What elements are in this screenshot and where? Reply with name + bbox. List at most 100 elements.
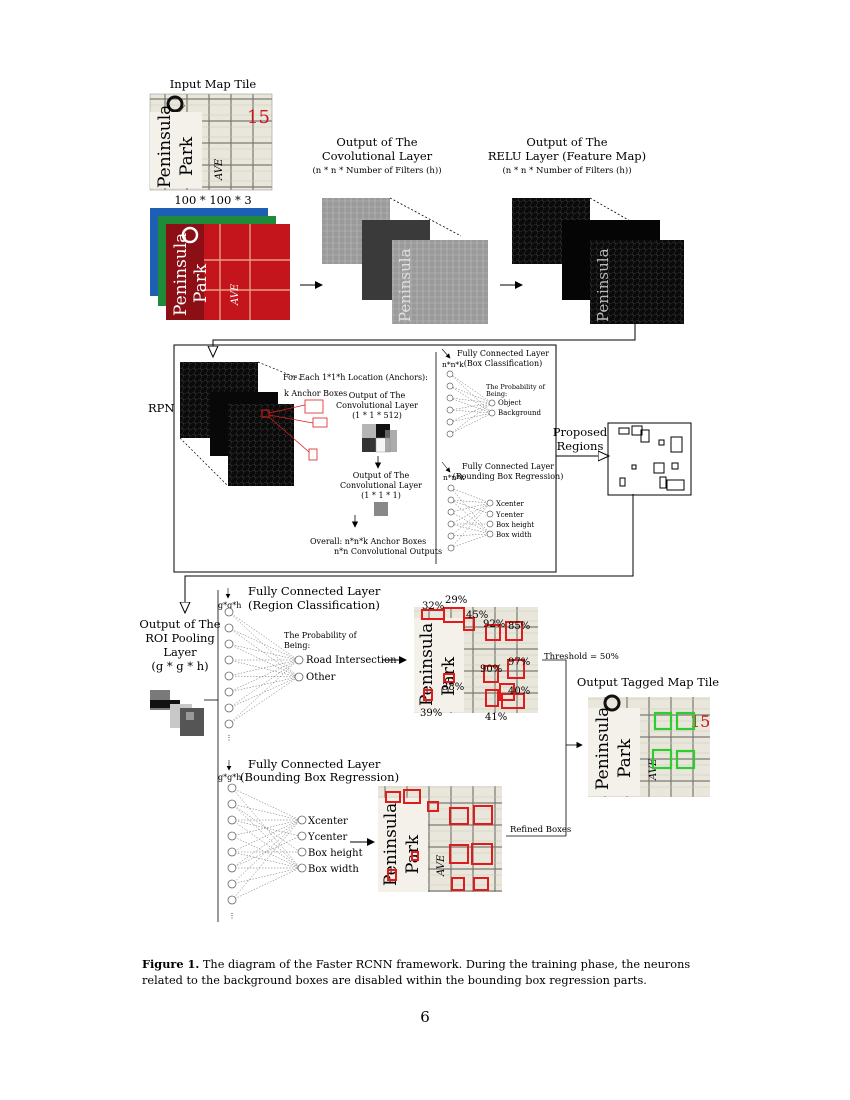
rpn-box-width: Box width: [496, 531, 532, 539]
refined-boxes-map: Peninsula Park AVE: [378, 786, 502, 892]
roi-pooling-cube: [150, 690, 204, 736]
conv-map-text: Peninsula: [396, 248, 414, 322]
bbox-output-1: Ycenter: [307, 832, 347, 843]
conv-output-stack: Peninsula: [322, 197, 488, 324]
rpn-conv1-3: (1 * 1 * 1): [361, 491, 401, 500]
pct-39: 39%: [420, 708, 442, 719]
prob-region-1: The Probability of: [284, 631, 358, 640]
road-intersection-label: Road Intersection: [306, 655, 397, 666]
relu-title-1: Output of The: [526, 135, 607, 149]
rpn-conv1-2: Convolutional Layer: [340, 481, 422, 490]
rpn-feature-maps: [179, 361, 328, 487]
fc-bbox-ellipsis: ⋮: [229, 912, 236, 920]
rpn-conv1-cube: [374, 502, 388, 516]
rpn-conv512-1: Output of The: [349, 391, 406, 400]
rpn-conv1-1: Output of The: [353, 471, 410, 480]
roi-4: (g * g * h): [151, 659, 208, 673]
fc-region-ellipsis: ⋮: [226, 734, 233, 742]
rpn-background: Background: [498, 409, 542, 417]
bbox-output-0: Xcenter: [308, 816, 348, 827]
rpn-anchors-title: For Each 1*1*h Location (Anchors):: [283, 373, 428, 382]
other-label: Other: [306, 672, 336, 683]
rgb-label-ave: AVE: [230, 283, 241, 306]
fc-region-1: Fully Connected Layer: [248, 584, 381, 598]
pct-85: 85%: [508, 621, 530, 632]
fc-region-dim: g*g*h: [218, 601, 241, 610]
relu-sub: (n * n * Number of Filters (h)): [502, 165, 631, 176]
pct-41: 41%: [485, 712, 507, 723]
bbox-output-3: Box width: [308, 864, 359, 875]
relu-title-2: RELU Layer (Feature Map): [488, 149, 646, 163]
rpn-conv512-cube: [362, 424, 397, 453]
pct-40: 40%: [508, 686, 530, 697]
rpn-prob-1: The Probability of: [486, 383, 546, 391]
input-map-tile: Peninsula Park AVE 15: [149, 93, 273, 191]
refined-map-peninsula: Peninsula: [381, 803, 401, 886]
pct-97: 97%: [508, 657, 530, 668]
rpn-box: [173, 344, 557, 573]
fc-bbox-dim: g*g*h: [218, 773, 241, 782]
rpn-ycenter: Ycenter: [495, 511, 524, 519]
fc-bbox-neurons: [231, 787, 301, 901]
fc-region-2: (Region Classification): [248, 598, 380, 612]
fc-region-neurons: [228, 611, 299, 725]
rpn-fc-reg-2: (Bounding Box Regression): [453, 472, 564, 481]
proposed-regions-box: [607, 422, 692, 496]
rgb-channel-stack: Peninsula Park AVE: [150, 208, 290, 320]
refined-map-ave: AVE: [436, 854, 447, 877]
input-dims: 100 * 100 * 3: [174, 193, 251, 207]
relu-map-text: Peninsula: [594, 248, 612, 322]
bbox-output-2: Box height: [308, 848, 363, 859]
rpn-fc-cls-dim: n*n*k: [442, 360, 464, 369]
proposed-regions-1: Proposed: [553, 425, 608, 439]
roi-1: Output of The: [139, 617, 220, 631]
rpn-overall-2: n*n Convolutional Outputs: [334, 547, 442, 556]
rpn-fc-cls-neurons: [449, 373, 493, 435]
map-label-ave: AVE: [214, 158, 225, 181]
roi-3: Layer: [163, 645, 197, 659]
rpn-fc-cls-1: Fully Connected Layer: [457, 349, 549, 358]
classified-map-peninsula: Peninsula: [417, 623, 437, 706]
rpn-fc-cls-2: (Box Classification): [464, 359, 543, 368]
rgb-label-peninsula: Peninsula: [171, 233, 191, 316]
map-label-peninsula: Peninsula: [155, 105, 175, 188]
caption-label: Figure 1.: [142, 957, 200, 971]
conv-title-2: Covolutional Layer: [322, 149, 433, 163]
rpn-fc-reg-dim: n*n*k: [443, 473, 465, 482]
conv-title-1: Output of The: [336, 135, 417, 149]
prob-region-2: Being:: [284, 641, 310, 650]
proposed-regions-2: Regions: [557, 439, 604, 453]
fc-bbox-1: Fully Connected Layer: [248, 757, 381, 771]
threshold-label: Threshold = 50%: [544, 652, 619, 662]
rpn-object: Object: [498, 399, 521, 407]
caption-text: The diagram of the Faster RCNN framework…: [142, 958, 691, 987]
figure-caption: Figure 1. The diagram of the Faster RCNN…: [142, 956, 722, 989]
rpn-k-anchor: k Anchor Boxes: [284, 389, 347, 398]
page-number: 6: [420, 1008, 430, 1026]
map-label-park: Park: [177, 136, 197, 176]
rpn-fc-reg-neurons: [450, 487, 491, 549]
pct-38: 38%: [442, 682, 464, 693]
output-tagged-map: Peninsula Park AVE 15: [588, 694, 710, 797]
rpn-fc-reg-1: Fully Connected Layer: [462, 462, 554, 471]
roi-2: ROI Pooling: [145, 631, 215, 645]
conv-sub: (n * n * Number of Filters (h)): [312, 165, 441, 176]
rpn-prob-2: Being:: [486, 390, 507, 398]
output-map-peninsula: Peninsula: [593, 707, 613, 790]
input-tile-title: Input Map Tile: [170, 77, 257, 91]
map-label-number: 15: [247, 107, 270, 128]
output-tagged-title: Output Tagged Map Tile: [577, 675, 719, 689]
rpn-xcenter: Xcenter: [496, 500, 525, 508]
fc-bbox-2: (Bounding Box Regression): [240, 770, 399, 784]
pct-45: 45%: [466, 610, 488, 621]
output-map-park: Park: [615, 738, 635, 778]
pct-29: 29%: [445, 595, 467, 606]
classified-map: Peninsula Park: [414, 607, 538, 713]
rpn-box-height: Box height: [496, 521, 534, 529]
rgb-label-park: Park: [191, 263, 211, 303]
output-map-ave: AVE: [648, 758, 659, 781]
pct-90: 90%: [480, 664, 502, 675]
rpn-label: RPN: [148, 401, 174, 415]
refined-boxes-label: Refined Boxes: [510, 825, 571, 835]
